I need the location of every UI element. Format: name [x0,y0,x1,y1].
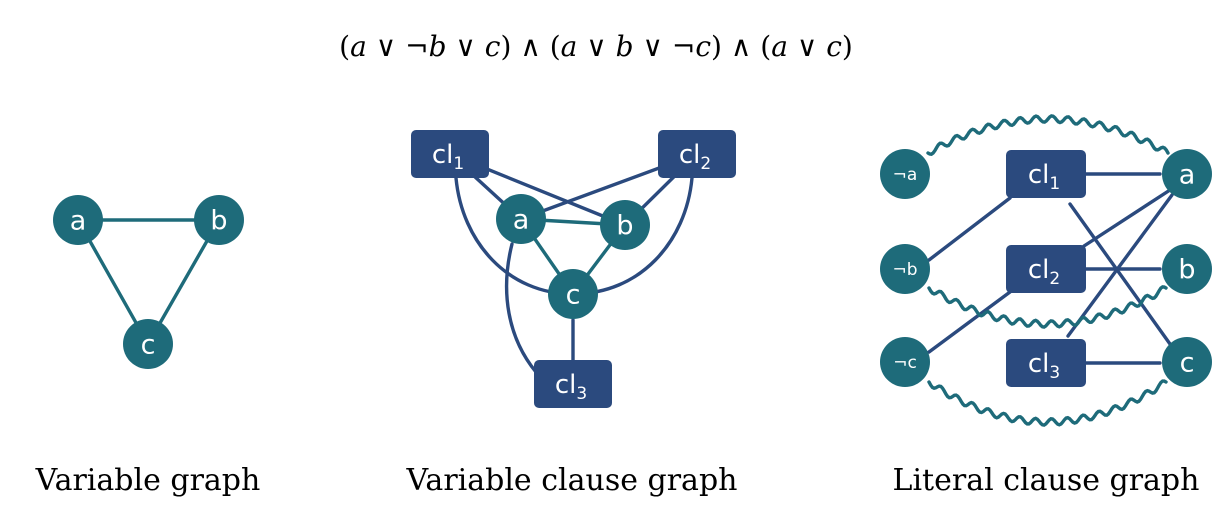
neg-literal-a-label: ¬a [893,165,918,185]
formula-variable: a [771,30,788,63]
formula-operator: ∨ [447,30,485,63]
clause-node-cl1: cl1 [1006,150,1086,198]
node-a-label: a [70,206,87,237]
clause-node-cl3-subscript: 3 [1049,363,1060,383]
variable-clause-graph-caption: Variable clause graph [406,463,738,498]
clause-node-cl2: cl2 [658,130,736,178]
node-a: a [53,195,103,245]
pos-literal-b-circle [1162,244,1212,294]
literal-clause-graph-caption: Literal clause graph [893,463,1200,498]
formula-variable: b [429,30,447,63]
neg-literal-b: ¬b [880,244,930,294]
node-b-circle [194,195,244,245]
formula-operator: ( [550,30,561,63]
formula-operator: ∨ [577,30,615,63]
var-node-a: a [496,194,546,244]
clause-node-cl1-box [411,130,489,178]
clause-node-cl2-box [658,130,736,178]
pos-literal-b: b [1162,244,1212,294]
clause-edge-cl2-nc [927,290,1012,354]
neg-literal-a: ¬a [880,149,930,199]
clause-node-cl3-box [534,360,612,408]
formula-variable: a [561,30,578,63]
pos-literal-b-label: b [1178,255,1195,286]
neg-literal-c-circle [880,337,930,387]
var-node-c-circle [548,269,598,319]
formula-operator: ∨ [367,30,405,63]
clause-node-cl3: cl3 [534,360,612,408]
clause-node-cl2-box [1006,245,1086,293]
clause-edge-cl2-a [1082,188,1172,248]
neg-literal-b-circle [880,244,930,294]
node-a-circle [53,195,103,245]
complement-edge-nb-b [927,285,1168,329]
formula-operator: ( [760,30,771,63]
neg-literal-a-circle [880,149,930,199]
formula-operator: ) [711,30,722,63]
pos-literal-a-label: a [1179,160,1196,191]
clause-edge-cl1-c [1068,202,1172,346]
node-b: b [194,195,244,245]
formula-operator: ) [500,30,511,63]
clause-node-cl2-label: cl2 [679,140,711,174]
formula-operator: ¬ [672,30,695,63]
clause-node-cl3-subscript: 3 [576,384,587,404]
variable-graph: a b c [53,195,244,369]
clause-edge-cl1-nb [927,196,1012,262]
complement-edge-na-a [926,114,1170,156]
formula-variable: c [695,30,711,63]
clause-edge-cl3-a [504,242,538,374]
formula-variable: c [485,30,501,63]
clause-node-cl3: cl3 [1006,339,1086,387]
var-node-b-label: b [616,211,633,242]
neg-literal-b-label: ¬b [892,260,917,280]
formula-operator: ∧ [722,30,760,63]
pos-literal-c-label: c [1180,348,1195,379]
variable-graph-caption: Variable graph [35,463,261,498]
formula-operator: ∨ [634,30,672,63]
formula-operator: ) [842,30,853,63]
node-c-label: c [141,330,156,361]
formula-operator: ¬ [405,30,428,63]
formula-operator: ( [339,30,350,63]
var-node-b-circle [600,200,650,250]
var-node-b: b [600,200,650,250]
cnf-formula: (a ∨ ¬b ∨ c) ∧ (a ∨ b ∨ ¬c) ∧ (a ∨ c) [339,30,853,63]
pos-literal-a-circle [1162,149,1212,199]
formula-variable: c [826,30,842,63]
node-c-circle [123,319,173,369]
var-node-a-circle [496,194,546,244]
pos-literal-c-circle [1162,337,1212,387]
clause-node-cl1-subscript: 1 [453,154,464,174]
clause-node-cl2-subscript: 2 [700,154,711,174]
clause-node-cl1-subscript: 1 [1049,174,1060,194]
pos-literal-c: c [1162,337,1212,387]
node-b-label: b [210,206,227,237]
neg-literal-c: ¬c [880,337,930,387]
node-c: c [123,319,173,369]
clause-node-cl2-subscript: 2 [1049,269,1060,289]
clause-node-cl1-box [1006,150,1086,198]
var-node-a-label: a [513,205,530,236]
var-node-c-label: c [566,280,581,311]
clause-node-cl3-box [1006,339,1086,387]
formula-operator: ∧ [511,30,549,63]
formula-operator: ∨ [788,30,826,63]
clause-edge-cl3-a [1066,193,1174,338]
literal-clause-graph: ¬a ¬b ¬c a b c cl1 cl2 cl3 [880,114,1212,427]
neg-literal-c-label: ¬c [893,353,917,373]
var-node-c: c [548,269,598,319]
clause-node-cl1: cl1 [411,130,489,178]
formula-variable: a [350,30,367,63]
pos-literal-a: a [1162,149,1212,199]
complement-edge-nc-c [927,379,1168,427]
clause-node-cl2: cl2 [1006,245,1086,293]
formula-variable: b [616,30,634,63]
variable-clause-graph: a b c cl1 cl2 cl3 [411,130,736,408]
